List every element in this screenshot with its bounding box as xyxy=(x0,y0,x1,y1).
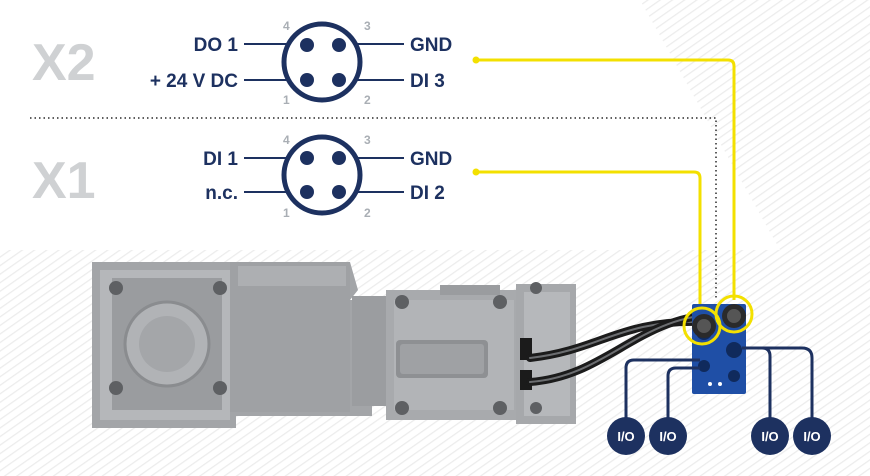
x2-connector: 4 3 1 2 DO 1 + 24 V DC GND DI 3 xyxy=(150,19,452,107)
x1-right-bottom-label: DI 2 xyxy=(410,183,445,204)
io-badge-3-label: I/O xyxy=(761,429,778,444)
x1-socket xyxy=(281,134,363,216)
x2-title: X2 xyxy=(32,34,96,92)
io-badge-1-label: I/O xyxy=(617,429,634,444)
wire-end-dot-x2 xyxy=(472,56,480,64)
x2-pin-1 xyxy=(300,73,314,87)
x1-left-top-label: DI 1 xyxy=(203,149,238,170)
yellow-signal-wires xyxy=(478,58,736,320)
io-badge-1: I/O xyxy=(607,417,645,455)
x2-right-bottom-label: DI 3 xyxy=(410,71,445,92)
io-branch-lines xyxy=(624,346,814,418)
io-badge-2: I/O xyxy=(649,417,687,455)
io-badge-2-label: I/O xyxy=(659,429,676,444)
io-badge-3: I/O xyxy=(751,417,789,455)
x1-pin-3 xyxy=(332,151,346,165)
x1-pin-2 xyxy=(332,185,346,199)
x1-connector: 4 3 1 2 DI 1 n.c. GND DI 2 xyxy=(203,133,452,220)
x1-right-top-label: GND xyxy=(410,149,452,170)
x2-pin-4-number: 4 xyxy=(283,19,290,33)
x2-port-highlight xyxy=(714,294,754,334)
x2-pin-1-number: 1 xyxy=(283,93,290,107)
x2-socket xyxy=(281,21,363,103)
io-badge-4-label: I/O xyxy=(803,429,820,444)
x2-pin-3 xyxy=(332,38,346,52)
io-badge-4: I/O xyxy=(793,417,831,455)
x2-left-bottom-label: + 24 V DC xyxy=(150,71,238,92)
x2-pin-2 xyxy=(332,73,346,87)
x2-left-top-label: DO 1 xyxy=(194,35,239,56)
x2-pin-2-number: 2 xyxy=(364,93,371,107)
x1-pin-4 xyxy=(300,151,314,165)
x2-right-top-label: GND xyxy=(410,35,452,56)
x1-title: X1 xyxy=(32,152,96,210)
x1-pin-4-number: 4 xyxy=(283,133,290,147)
x1-pin-1-number: 1 xyxy=(283,206,290,220)
x2-pin-3-number: 3 xyxy=(364,19,371,33)
x1-pin-2-number: 2 xyxy=(364,206,371,220)
x1-left-bottom-label: n.c. xyxy=(205,183,238,204)
x1-pin-1 xyxy=(300,185,314,199)
io-distribution-box xyxy=(682,294,754,394)
wire-end-dot-x1 xyxy=(472,168,480,176)
x1-pin-3-number: 3 xyxy=(364,133,371,147)
gear-motor xyxy=(92,262,576,428)
x2-pin-4 xyxy=(300,38,314,52)
